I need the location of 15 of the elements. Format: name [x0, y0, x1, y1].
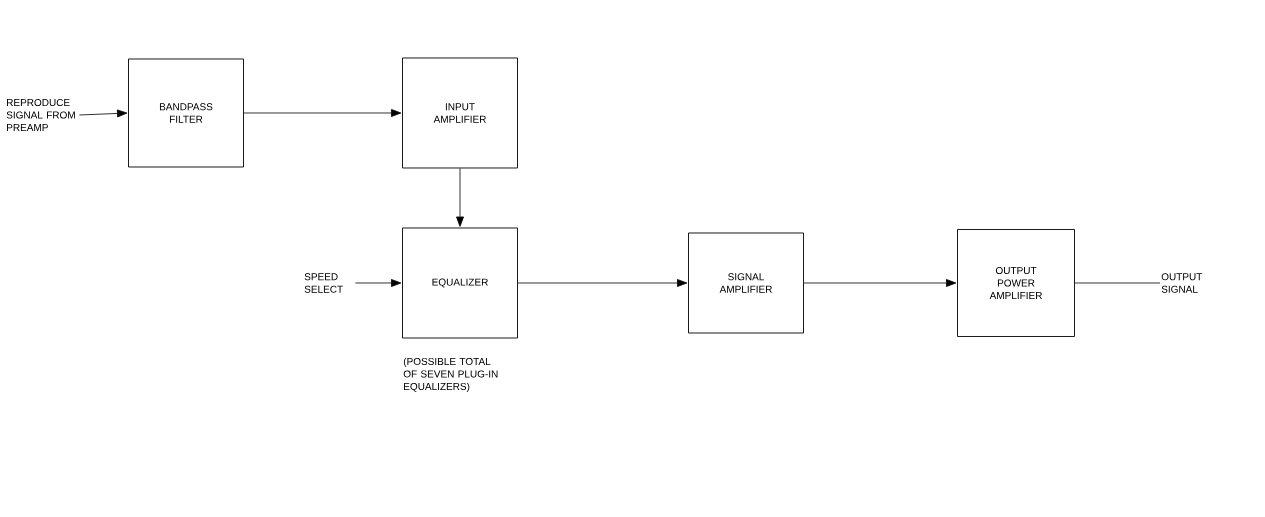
- signal-label: SPEED SELECT: [304, 273, 343, 293]
- block-box: OUTPUT POWER AMPLIFIER: [957, 229, 1075, 337]
- arrow: [355, 279, 402, 287]
- arrow: [79, 109, 128, 118]
- block-box: BANDPASS FILTER: [128, 58, 244, 168]
- arrow: [803, 279, 957, 287]
- signal-label: OUTPUT SIGNAL: [1161, 273, 1203, 293]
- arrow: [456, 168, 464, 227]
- block-box: EQUALIZER: [402, 227, 518, 339]
- arrow: [517, 279, 688, 287]
- block-box: INPUT AMPLIFIER: [402, 57, 518, 169]
- note-text: (POSSIBLE TOTAL OF SEVEN PLUG-IN EQUALIZERS): [403, 357, 498, 392]
- signal-label: REPRODUCE SIGNAL FROM PREAMP: [6, 99, 75, 131]
- arrow: [243, 109, 402, 117]
- block-box: SIGNAL AMPLIFIER: [688, 232, 804, 334]
